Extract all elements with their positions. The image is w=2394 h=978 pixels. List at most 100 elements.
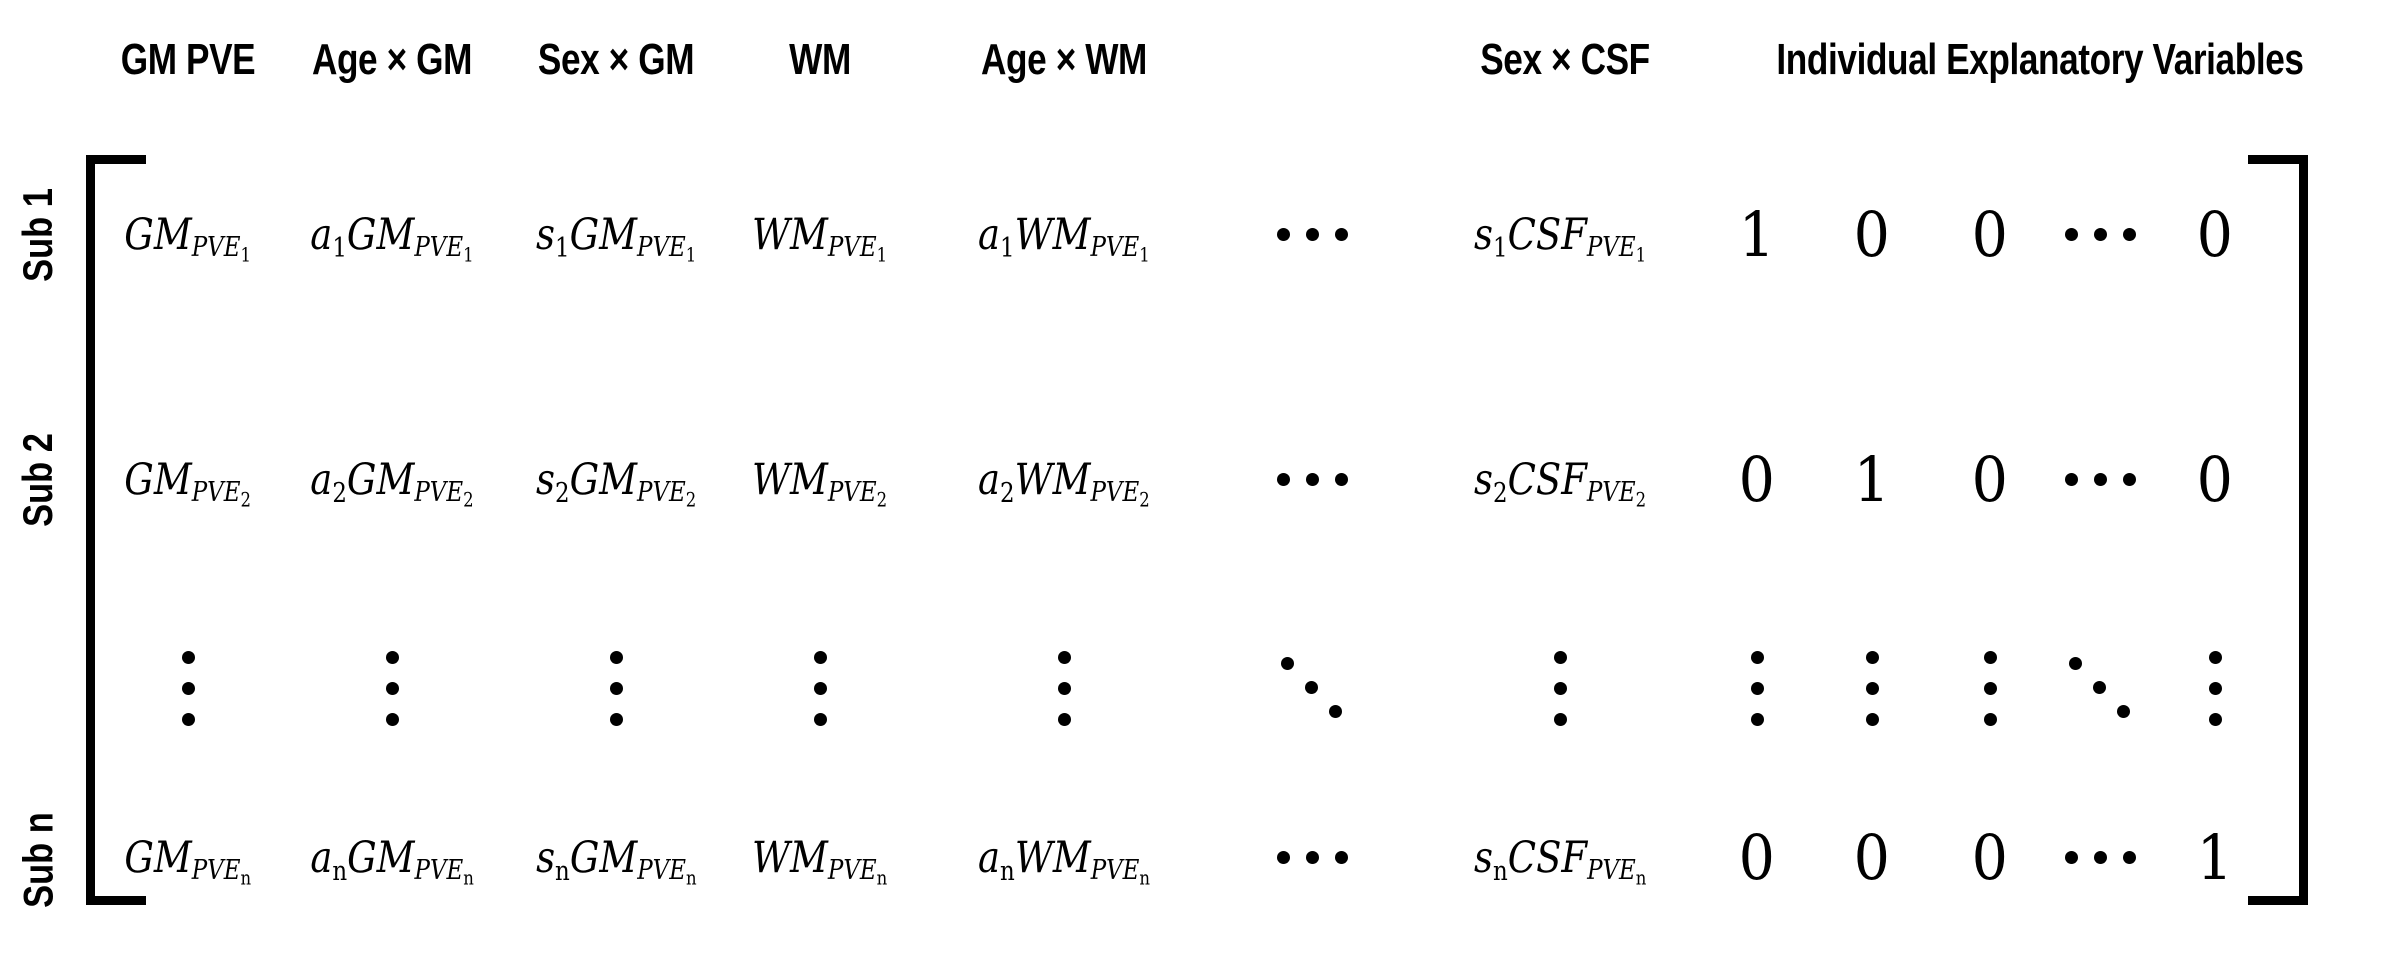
cell-r2-c4-vertical-ellipsis-icon: [1057, 650, 1071, 726]
dot: [2122, 473, 2136, 487]
matrix-cell-r3-c6: snCSFPVEn: [1410, 813, 1710, 903]
cell-r3-c10-horizontal-ellipsis-icon: [2057, 850, 2144, 866]
dot: [2069, 657, 2082, 670]
matrix-cell-r0-c11: 0: [2065, 190, 2365, 280]
matrix-term: a1GMPVE1: [310, 209, 474, 267]
dot: [1276, 228, 1290, 242]
matrix-term: WMPVE2: [752, 454, 888, 512]
dot: [2064, 473, 2078, 487]
dot: [385, 712, 399, 726]
cell-r2-c5-diagonal-ellipsis-icon: [1281, 657, 1343, 719]
matrix-cell-r3-c4: anWMPVEn: [914, 813, 1214, 903]
cell-r0-c10-horizontal-ellipsis-icon: [2057, 227, 2144, 243]
matrix-bracket-right: [2248, 155, 2308, 905]
matrix-term: s1GMPVE1: [535, 209, 697, 267]
dot: [1276, 473, 1290, 487]
dot: [1750, 712, 1764, 726]
dot: [1865, 712, 1879, 726]
dot: [813, 712, 827, 726]
matrix-digit: 0: [2196, 198, 2234, 271]
column-header-1: Age × GM: [311, 35, 473, 84]
matrix-digit: 0: [1738, 443, 1776, 516]
matrix-digit: 0: [1971, 198, 2009, 271]
matrix-term: GMPVE1: [124, 209, 252, 267]
dot: [1553, 650, 1567, 664]
matrix-cell-r2-c10: [1950, 643, 2250, 733]
dot: [1057, 712, 1071, 726]
dot: [1281, 657, 1294, 670]
matrix-term: a2GMPVE2: [310, 454, 474, 512]
dot: [1057, 650, 1071, 664]
matrix-cell-r3-c7: 0: [1607, 813, 1907, 903]
dot: [813, 681, 827, 695]
matrix-cell-r0-c3: WMPVE1: [670, 190, 970, 280]
matrix-cell-r0-c1: a1GMPVE1: [242, 190, 542, 280]
dot: [181, 712, 195, 726]
matrix-digit: 0: [1971, 443, 2009, 516]
dot: [2208, 650, 2222, 664]
matrix-cell-r1-c1: a2GMPVE2: [242, 435, 542, 525]
matrix-term: anWMPVEn: [977, 832, 1151, 890]
dot: [1276, 851, 1290, 865]
column-header-6: Individual Explanatory Variables: [1776, 35, 2304, 84]
dot: [609, 681, 623, 695]
cell-r2-c3-vertical-ellipsis-icon: [813, 650, 827, 726]
matrix-term: GMPVE2: [124, 454, 252, 512]
dot: [2093, 473, 2107, 487]
matrix-digit: 1: [2196, 821, 2234, 894]
matrix-cell-r2-c3: [670, 643, 970, 733]
matrix-cell-r1-c8: 1: [1722, 435, 2022, 525]
dot: [1865, 681, 1879, 695]
dot: [181, 681, 195, 695]
dot: [1983, 712, 1997, 726]
matrix-cell-r2-c0: [38, 643, 338, 733]
matrix-term: GMPVEn: [124, 832, 252, 890]
matrix-term: s2GMPVE2: [535, 454, 697, 512]
matrix-term: s2CSFPVE2: [1473, 454, 1647, 512]
matrix-term: snCSFPVEn: [1473, 832, 1647, 890]
cell-r2-c1-vertical-ellipsis-icon: [385, 650, 399, 726]
dot: [1305, 681, 1318, 694]
dot: [1057, 681, 1071, 695]
matrix-cell-r0-c7: 1: [1607, 190, 1907, 280]
matrix-cell-r3-c1: anGMPVEn: [242, 813, 542, 903]
matrix-cell-r0-c5: [1162, 190, 1462, 280]
matrix-cell-r3-c8: 0: [1722, 813, 2022, 903]
matrix-cell-r3-c0: GMPVEn: [38, 813, 338, 903]
matrix-cell-r3-c9: 0: [1840, 813, 2140, 903]
matrix-cell-r1-c2: s2GMPVE2: [466, 435, 766, 525]
matrix-cell-r3-c10: [1950, 813, 2250, 903]
matrix-cell-r2-c5: [1162, 643, 1462, 733]
matrix-cell-r3-c11: 1: [2065, 813, 2365, 903]
column-header-4: Age × WM: [981, 35, 1147, 84]
dot: [2208, 712, 2222, 726]
matrix-bracket-left: [86, 155, 146, 905]
cell-r3-c5-horizontal-ellipsis-icon: [1269, 850, 1356, 866]
matrix-term: WMPVEn: [752, 832, 888, 890]
matrix-cell-r1-c6: s2CSFPVE2: [1410, 435, 1710, 525]
matrix-cell-r1-c5: [1162, 435, 1462, 525]
dot: [1983, 681, 1997, 695]
matrix-cell-r2-c1: [242, 643, 542, 733]
matrix-digit: 1: [1853, 443, 1891, 516]
dot: [2093, 851, 2107, 865]
dot: [1334, 851, 1348, 865]
matrix-term: WMPVE1: [752, 209, 888, 267]
matrix-term: anGMPVEn: [310, 832, 474, 890]
matrix-cell-r1-c4: a2WMPVE2: [914, 435, 1214, 525]
matrix-cell-r2-c6: [1410, 643, 1710, 733]
dot: [2093, 228, 2107, 242]
cell-r2-c0-vertical-ellipsis-icon: [181, 650, 195, 726]
dot: [2122, 228, 2136, 242]
dot: [2093, 681, 2106, 694]
dot: [1329, 705, 1342, 718]
matrix-cell-r0-c9: 0: [1840, 190, 2140, 280]
matrix-cell-r0-c4: a1WMPVE1: [914, 190, 1214, 280]
column-header-5: Sex × CSF: [1480, 35, 1650, 84]
dot: [1305, 851, 1319, 865]
dot: [1334, 228, 1348, 242]
matrix-cell-r2-c4: [914, 643, 1214, 733]
matrix-cell-r0-c6: s1CSFPVE1: [1410, 190, 1710, 280]
matrix-cell-r2-c9: [1840, 643, 2140, 733]
